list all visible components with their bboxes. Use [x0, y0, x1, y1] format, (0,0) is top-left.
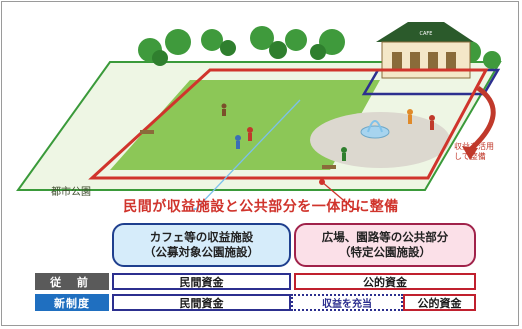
- public-part-box: 広場、園路等の公共部分 （特定公園施設）: [294, 223, 476, 267]
- city-park-label: 都市公園: [51, 187, 91, 198]
- public-part-subtitle: （特定公園施設）: [339, 245, 431, 259]
- revenue-caption-line1: 収益を活用: [454, 142, 494, 151]
- connector-red: [321, 181, 356, 210]
- new-private-funds: 民間資金: [112, 294, 291, 311]
- new-public-funds: 公的資金: [403, 294, 476, 311]
- before-public-funds: 公的資金: [294, 273, 476, 290]
- new-revenue-allocation: 収益を充当: [291, 294, 403, 311]
- public-part-title: 広場、園路等の公共部分: [321, 230, 449, 244]
- cafe-building: CAFE: [376, 22, 474, 79]
- new-system-label: 新制度: [35, 294, 109, 311]
- revenue-arrow: [468, 85, 496, 152]
- public-area-outline: [88, 68, 489, 180]
- headline: 民間が収益施設と公共部分を一体的に整備: [123, 199, 399, 215]
- lawn: [110, 80, 380, 170]
- plaza: [310, 112, 450, 168]
- before-label: 従 前: [35, 273, 109, 290]
- people: [221, 103, 435, 161]
- revenue-caption-line2: して整備: [454, 152, 486, 161]
- fountain: [360, 125, 390, 139]
- park-illustration: CAFE: [16, 22, 502, 210]
- revenue-facility-box: カフェ等の収益施設 （公募対象公園施設）: [112, 223, 291, 267]
- cafe-sign: CAFE: [420, 31, 433, 37]
- revenue-caption: 収益を活用 して整備: [454, 142, 494, 162]
- revenue-facility-title: カフェ等の収益施設: [149, 230, 254, 244]
- revenue-facility-subtitle: （公募対象公園施設）: [144, 245, 259, 259]
- fountain-spray: [367, 120, 383, 133]
- connector-blue: [194, 99, 301, 210]
- before-private-funds: 民間資金: [112, 273, 291, 290]
